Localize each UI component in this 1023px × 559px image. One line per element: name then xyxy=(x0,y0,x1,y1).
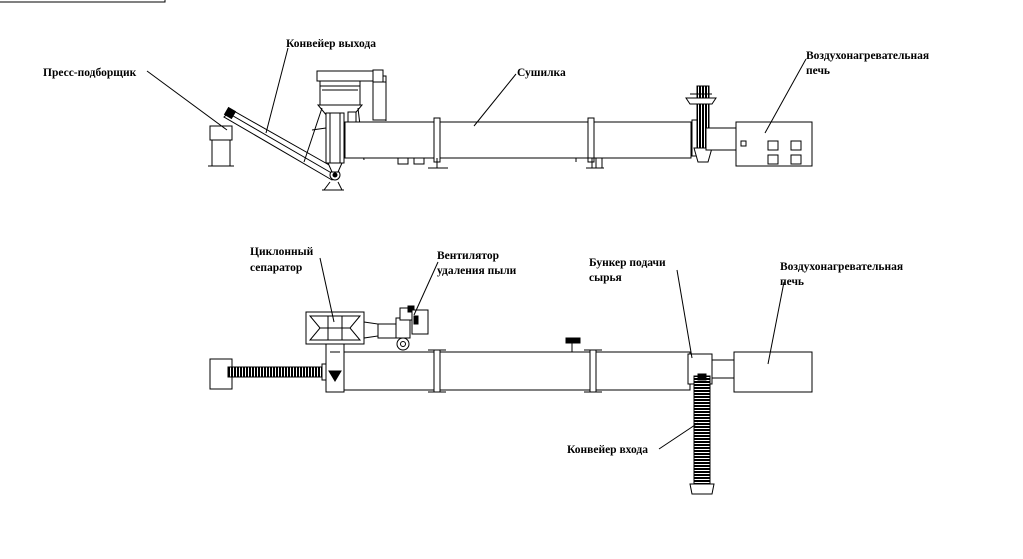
label-cyclone-2: сепаратор xyxy=(250,262,302,274)
label-furnace-bot-1: Воздухонагревательная xyxy=(780,261,903,273)
furnace-top xyxy=(735,121,813,167)
bottom-leaders xyxy=(319,257,785,450)
furnace-plan xyxy=(733,351,813,393)
bottom-view xyxy=(209,257,813,495)
top-leaders xyxy=(146,47,807,134)
discharge-conveyor-plan xyxy=(209,358,335,390)
label-input-conveyor: Конвейер входа xyxy=(567,444,648,456)
dryer-drum-plan xyxy=(343,337,691,393)
top-view xyxy=(146,47,813,191)
label-cyclone-1: Циклонный xyxy=(250,246,314,258)
label-dryer: Сушилка xyxy=(517,67,566,79)
feed-hopper-plan xyxy=(687,353,735,495)
frame-corner xyxy=(0,0,166,3)
label-press: Пресс-подборщик xyxy=(43,67,137,79)
label-fan-2: удаления пыли xyxy=(437,265,517,277)
feed-hopper-top xyxy=(685,85,737,163)
dryer-drum-top xyxy=(344,117,692,169)
label-output-conveyor: Конвейер выхода xyxy=(286,38,376,50)
label-furnace-bot-2: печь xyxy=(780,276,804,288)
label-fan-1: Вентилятор xyxy=(437,250,499,262)
dust-fan-plan xyxy=(395,305,429,351)
label-hopper-1: Бункер подачи xyxy=(589,257,666,269)
label-furnace-top-1: Воздухонагревательная xyxy=(806,50,929,62)
label-furnace-top-2: печь xyxy=(806,65,830,77)
label-hopper-2: сырья xyxy=(589,272,622,284)
cyclone-separator-plan xyxy=(305,311,397,393)
press-baler xyxy=(208,125,234,167)
